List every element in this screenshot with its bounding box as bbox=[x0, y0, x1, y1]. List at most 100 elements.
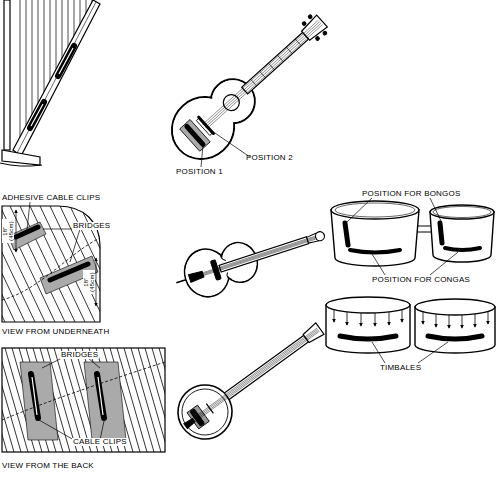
harp bbox=[26, 0, 27, 133]
banjo bbox=[192, 328, 317, 419]
soundboard-back bbox=[31, 374, 38, 418]
soundboard-back bbox=[84, 362, 126, 440]
part-label: CABLE CLIPS bbox=[72, 438, 128, 446]
bongo-drums bbox=[433, 207, 491, 218]
timbale-drums bbox=[428, 336, 482, 339]
guitar bbox=[242, 32, 309, 94]
cello bbox=[210, 260, 221, 281]
bongo-drums bbox=[417, 226, 432, 232]
cello bbox=[203, 236, 315, 272]
soundboard-underneath bbox=[0, 206, 25, 322]
soundboard-underneath bbox=[2, 238, 100, 300]
bongo-drums bbox=[350, 250, 400, 253]
timbale-drums bbox=[462, 315, 463, 328]
cello bbox=[169, 212, 332, 306]
leader-line bbox=[43, 229, 74, 230]
leader-line bbox=[418, 342, 448, 363]
harp bbox=[44, 0, 45, 99]
harp bbox=[32, 0, 33, 122]
timbale-drums bbox=[402, 309, 403, 322]
cello bbox=[203, 236, 316, 275]
instrument-label: TIMBALES bbox=[380, 364, 421, 372]
banjo bbox=[194, 330, 319, 421]
cello bbox=[176, 280, 186, 283]
soundboard-back bbox=[2, 348, 21, 452]
soundboard-underneath bbox=[20, 206, 75, 322]
banjo bbox=[167, 374, 242, 449]
soundboard-back bbox=[145, 348, 165, 452]
soundboard-back bbox=[152, 348, 165, 452]
leader-line bbox=[372, 342, 385, 363]
guitar bbox=[161, 86, 246, 171]
banjo bbox=[195, 331, 320, 422]
guitar bbox=[187, 126, 203, 144]
leader-line bbox=[372, 254, 385, 275]
guitar bbox=[203, 20, 319, 124]
guitar bbox=[204, 22, 320, 126]
timbale-drums bbox=[436, 314, 437, 327]
leader-line bbox=[27, 202, 80, 262]
banjo bbox=[206, 404, 213, 414]
timbale-drums bbox=[475, 314, 476, 327]
guitar bbox=[251, 39, 302, 86]
cello bbox=[203, 237, 315, 273]
soundboard-back bbox=[97, 374, 104, 418]
timbale-drums bbox=[423, 311, 424, 324]
leader-line bbox=[372, 342, 448, 363]
guitar bbox=[300, 15, 327, 42]
soundboard-back bbox=[98, 377, 103, 415]
guitar bbox=[302, 21, 307, 26]
harp bbox=[62, 0, 63, 66]
leader-line bbox=[39, 358, 104, 440]
timbale-drums bbox=[326, 297, 495, 353]
position-label: POSITION 2 bbox=[246, 154, 293, 162]
leader-line bbox=[201, 145, 203, 167]
harp bbox=[17, 2, 96, 153]
bongo-drums bbox=[331, 201, 494, 266]
banjo bbox=[173, 380, 237, 444]
banjo bbox=[167, 307, 335, 450]
guitar bbox=[315, 36, 320, 41]
timbale-drums bbox=[340, 336, 396, 339]
leader-line bbox=[27, 202, 30, 230]
harp bbox=[20, 0, 21, 144]
harp bbox=[30, 102, 44, 128]
soundboard-back bbox=[2, 362, 165, 420]
soundboard-underneath bbox=[96, 258, 97, 306]
soundboard-back bbox=[2, 348, 14, 452]
bongo-drums bbox=[345, 223, 348, 245]
banjo bbox=[192, 328, 319, 422]
timbale-drums bbox=[326, 297, 410, 313]
timbale-drums bbox=[347, 312, 348, 325]
guitar bbox=[207, 25, 323, 129]
guitar bbox=[159, 84, 247, 171]
dimension-label: 18" (45cm) bbox=[83, 270, 95, 294]
position-label: POSITION 1 bbox=[176, 168, 223, 176]
soundboard-underneath bbox=[0, 206, 145, 322]
soundboard-underneath bbox=[0, 206, 145, 322]
leader-line bbox=[347, 198, 372, 222]
soundboard-underneath bbox=[40, 256, 98, 294]
view-caption: VIEW FROM UNDERNEATH bbox=[2, 328, 109, 336]
cello bbox=[219, 237, 309, 272]
cello bbox=[215, 263, 219, 276]
leader-line bbox=[347, 198, 458, 275]
harp bbox=[0, 0, 100, 166]
harp bbox=[56, 0, 57, 77]
part-label: BRIDGES bbox=[72, 222, 111, 230]
cello bbox=[203, 239, 315, 275]
leader-line bbox=[88, 358, 100, 368]
timbale-drums bbox=[361, 313, 362, 326]
part-label: BRIDGES bbox=[60, 351, 99, 359]
bongo-drums bbox=[445, 248, 480, 250]
timbale-drums bbox=[375, 313, 376, 326]
soundboard-back bbox=[2, 348, 165, 452]
harp bbox=[0, 163, 42, 166]
soundboard-underneath bbox=[16, 210, 17, 252]
leader-line bbox=[212, 131, 250, 157]
banjo bbox=[193, 329, 318, 420]
leader-line bbox=[201, 131, 250, 167]
